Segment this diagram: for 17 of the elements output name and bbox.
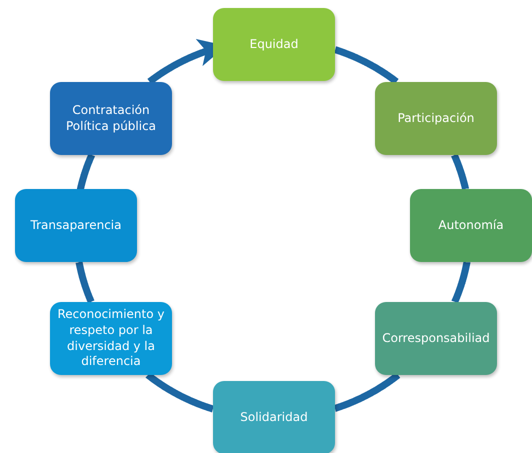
process-box bbox=[15, 189, 137, 262]
process-box bbox=[375, 82, 497, 155]
box-label: Autonomía bbox=[438, 218, 504, 234]
box-label: Contratación Política pública bbox=[64, 102, 158, 134]
process-box bbox=[213, 8, 335, 81]
box-label: Transaparencia bbox=[30, 218, 122, 234]
process-box bbox=[213, 381, 335, 453]
connector bbox=[451, 259, 470, 305]
box-label: Solidaridad bbox=[240, 410, 308, 426]
process-box bbox=[375, 302, 497, 375]
process-box bbox=[50, 82, 172, 155]
box-label: Reconocimiento y respeto por la diversidad y la diferencia bbox=[56, 307, 166, 370]
process-box bbox=[50, 302, 172, 375]
box-label: Participación bbox=[398, 110, 474, 126]
process-box bbox=[410, 189, 532, 262]
box-label: Equidad bbox=[250, 36, 298, 52]
box-label: Corresponsabiliad bbox=[382, 330, 490, 346]
